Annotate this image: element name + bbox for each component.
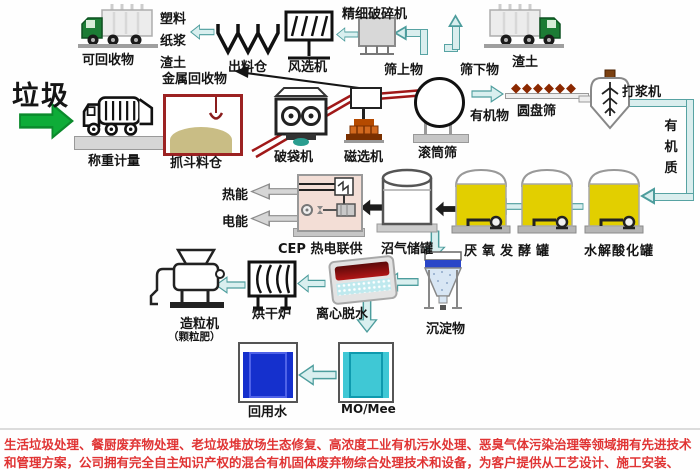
label-recyclables: 可回收物 bbox=[82, 53, 135, 68]
digester-tank-2 bbox=[516, 168, 578, 235]
label-bag-breaker: 破袋机 bbox=[274, 150, 314, 165]
grab-bucket-silo bbox=[163, 94, 243, 156]
organic-matter-pipe bbox=[654, 193, 694, 201]
label-drum-screen: 滚筒筛 bbox=[418, 146, 458, 161]
flow-arrow-bins-to-outputs bbox=[190, 24, 215, 40]
footer-text-line1: 生活垃圾处理、餐厨废弃物处理、老垃圾堆放场生态修复、高浓度工业有机污水处理、恶臭… bbox=[4, 437, 692, 452]
recyclables-truck-icon bbox=[76, 2, 160, 50]
label-residue-right: 渣土 bbox=[512, 55, 539, 70]
label-electric-energy: 电能 bbox=[222, 215, 249, 230]
screen-overflow-pipe bbox=[420, 29, 428, 55]
label-magnetic-separator: 磁选机 bbox=[344, 150, 384, 165]
label-discharge-bin: 出料仓 bbox=[228, 60, 268, 75]
grab-claw-icon bbox=[208, 97, 224, 120]
label-heat-energy: 热能 bbox=[222, 188, 249, 203]
heat-energy-arrow bbox=[250, 183, 299, 200]
biogas-tank-icon bbox=[376, 168, 438, 233]
label-drying-furnace: 烘干炉 bbox=[252, 307, 292, 322]
label-anaerobic-digester: 厌氧发酵罐 bbox=[464, 244, 555, 259]
drying-furnace-icon bbox=[247, 260, 297, 310]
screen-underflow-pipe bbox=[452, 26, 460, 50]
sediment-hopper-icon bbox=[423, 251, 463, 310]
label-input-waste: 垃圾 bbox=[12, 81, 70, 112]
label-centrifugal-dewatering: 离心脱水 bbox=[316, 307, 369, 322]
label-reuse-water: 回用水 bbox=[248, 405, 288, 420]
label-screen-underflow: 筛下物 bbox=[460, 63, 500, 78]
label-residue-left: 渣土 bbox=[160, 56, 187, 71]
label-membrane-unit: MO/Mee bbox=[341, 402, 396, 416]
drum-screen-icon bbox=[414, 77, 465, 128]
residue-truck-icon bbox=[482, 2, 566, 50]
centrifuge-icon bbox=[327, 254, 399, 306]
bag-breaker-icon bbox=[273, 87, 329, 146]
label-granular-fertilizer: （颗粒肥） bbox=[168, 331, 221, 343]
discharge-bins-icon bbox=[216, 24, 280, 56]
garbage-truck-icon bbox=[82, 96, 154, 136]
screen-underflow-arrowhead bbox=[448, 14, 463, 27]
label-organics: 有机物 bbox=[470, 109, 510, 124]
chp-unit-internals bbox=[299, 177, 356, 217]
membrane-tank bbox=[338, 342, 394, 403]
label-fine-crusher: 精细破碎机 bbox=[342, 7, 408, 22]
label-pulper: 打浆机 bbox=[622, 85, 662, 100]
footer-divider bbox=[0, 428, 700, 430]
granulator-icon bbox=[149, 248, 225, 308]
label-weighing: 称重计量 bbox=[88, 154, 141, 169]
pulper-icon bbox=[578, 69, 630, 130]
magnetic-separator-icon bbox=[344, 119, 384, 143]
label-hydrolysis-tank: 水解酸化罐 bbox=[584, 244, 655, 259]
label-granulator: 造粒机 bbox=[180, 317, 220, 332]
organic-matter-pipe bbox=[628, 99, 692, 107]
flow-arrow-crusher-to-separator bbox=[336, 27, 359, 42]
label-disc-screen: 圆盘筛 bbox=[517, 104, 557, 119]
digester-tank-1 bbox=[450, 168, 512, 235]
drum-screen-base bbox=[413, 134, 469, 143]
flow-arrow-centrifuge-to-dryer bbox=[297, 274, 326, 293]
label-sediment: 沉淀物 bbox=[426, 322, 466, 337]
label-air-separator: 风选机 bbox=[288, 60, 328, 75]
label-organic-matter: 有机质 bbox=[664, 119, 678, 176]
electric-energy-arrow bbox=[250, 210, 299, 227]
air-separator-icon bbox=[284, 10, 334, 60]
magnetic-separator-box bbox=[350, 87, 382, 109]
organic-matter-arrowhead bbox=[641, 188, 655, 204]
label-metal-recyclables: 金属回收物 bbox=[162, 72, 228, 87]
label-grab-bucket-silo: 抓斗料仓 bbox=[170, 156, 223, 171]
label-screen-overflow: 筛上物 bbox=[384, 63, 424, 78]
hydrolysis-tank-icon bbox=[583, 168, 645, 235]
label-paper-pulp: 纸浆 bbox=[160, 34, 187, 49]
label-chp-unit: CEP 热电联供 bbox=[278, 242, 363, 257]
footer-text-line2: 和管理方案，公司拥有完全自主知识产权的混合有机固体废弃物综合处理技术和设备，为客… bbox=[4, 455, 680, 470]
label-plastic: 塑料 bbox=[160, 12, 187, 27]
weighbridge-platform bbox=[74, 136, 169, 150]
reuse-water-tank bbox=[238, 342, 298, 403]
organic-matter-pipe bbox=[686, 99, 694, 201]
flow-arrow-membrane-to-reuse bbox=[298, 364, 337, 386]
flow-arrow-organics bbox=[471, 85, 504, 103]
label-biogas-tank: 沼气储罐 bbox=[381, 242, 434, 257]
disc-screen-icon: ◆◆◆◆◆◆ bbox=[511, 81, 577, 96]
fine-crusher-icon bbox=[358, 17, 396, 55]
